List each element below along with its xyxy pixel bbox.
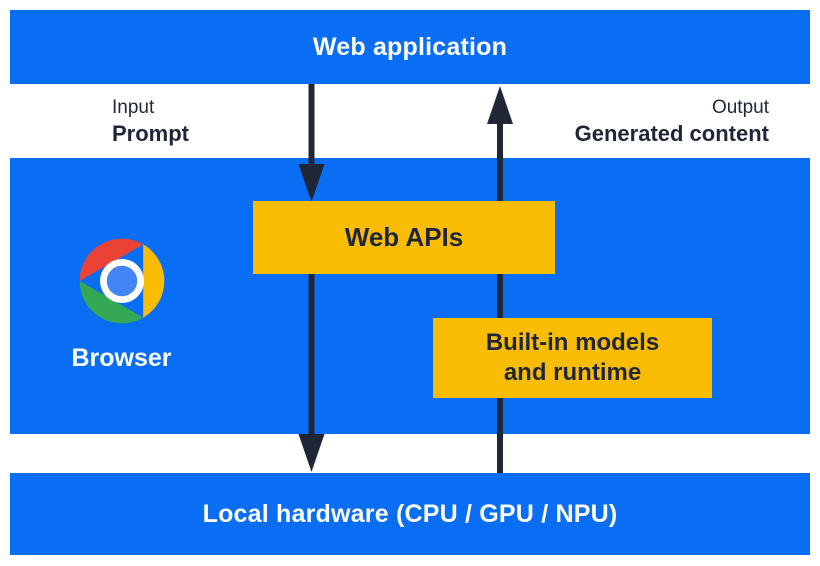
web-application-bar: Web application (10, 10, 810, 84)
output-caption: Output (711, 97, 769, 118)
builtin-models-line1: Built-in models (485, 329, 660, 356)
output-label-block: Output Generated content (575, 95, 769, 148)
browser-label: Browser (71, 344, 172, 372)
input-caption: Input (112, 97, 155, 118)
web-apis-box: Web APIs (253, 201, 555, 274)
output-value: Generated content (574, 121, 769, 146)
chrome-logo-icon (79, 238, 165, 324)
local-hardware-label: Local hardware (CPU / GPU / NPU) (202, 499, 618, 528)
builtin-models-box: Built-in models and runtime (433, 318, 712, 398)
input-value: Prompt (112, 121, 189, 146)
web-apis-label: Web APIs (344, 222, 464, 252)
local-hardware-bar: Local hardware (CPU / GPU / NPU) (10, 473, 810, 555)
input-label-block: Input Prompt (112, 95, 189, 148)
builtin-models-line2: and runtime (503, 359, 642, 386)
web-application-label: Web application (312, 32, 508, 61)
